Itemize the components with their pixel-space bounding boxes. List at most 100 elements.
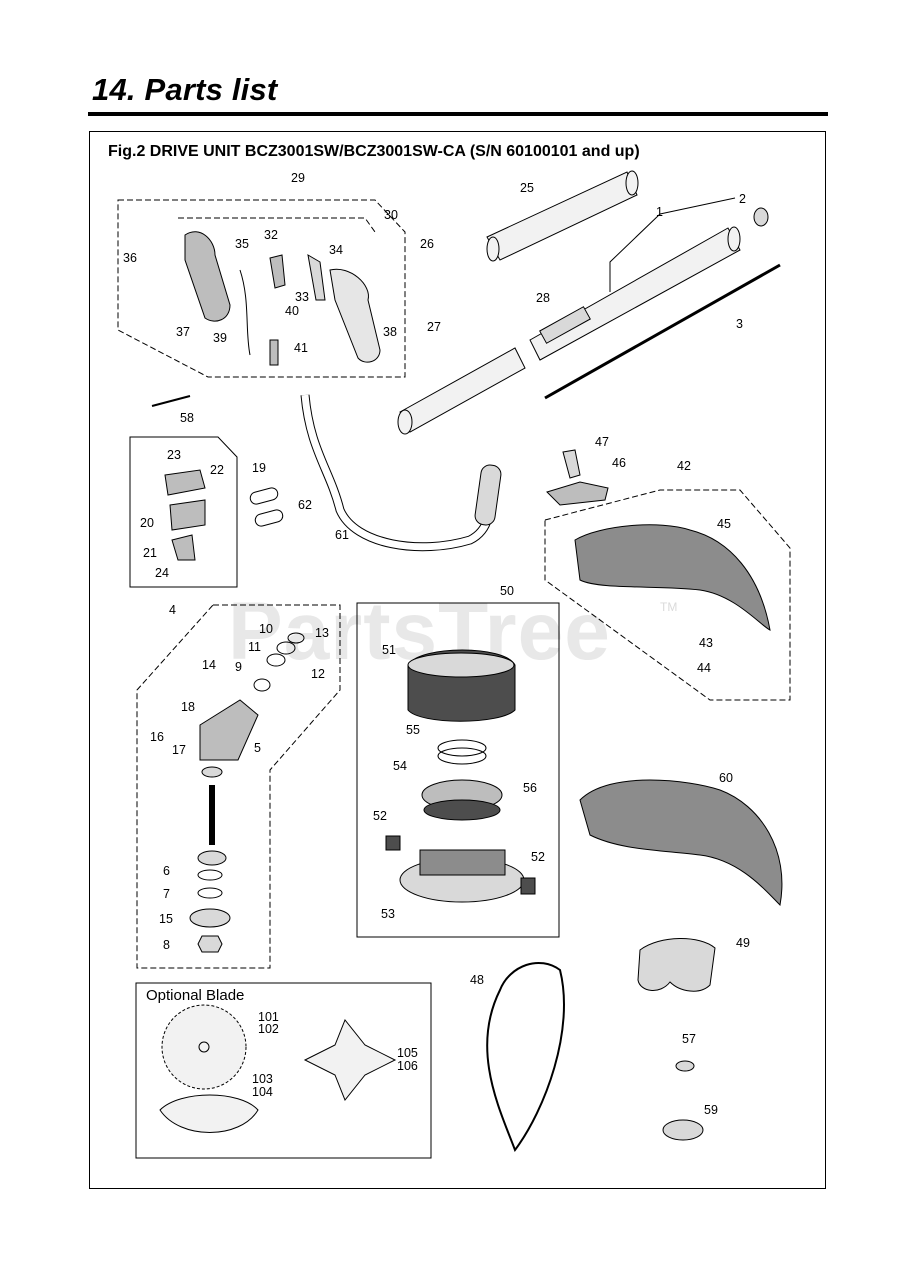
leader-1 [609,213,661,292]
washer-57 [675,1060,695,1072]
callout-37: 37 [176,325,190,339]
callout-3: 3 [736,317,743,331]
callout-58: 58 [180,411,194,425]
callout-45: 45 [717,517,731,531]
trigger-32 [269,254,286,289]
callout-5: 5 [254,741,261,755]
callout-55: 55 [406,723,420,737]
eyelet-52b [520,877,536,895]
holder-15 [189,908,231,928]
shaft-tube-upper [486,170,639,262]
callout-35: 35 [235,237,249,251]
guard-42 [574,524,771,631]
callout-29: 29 [291,171,305,185]
callout-2: 2 [739,192,746,206]
callout-61: 61 [335,528,349,542]
goggles-49 [637,938,716,992]
callout-102: 102 [258,1022,279,1036]
callout-48: 48 [470,973,484,987]
callout-39: 39 [213,331,227,345]
callout-27: 27 [427,320,441,334]
harness-48 [486,961,565,1153]
callout-52-left: 52 [373,809,387,823]
callout-17: 17 [172,743,186,757]
callout-101: 101 [258,1010,279,1024]
ring-6 [197,869,223,881]
callout-46: 46 [612,456,626,470]
oring-13 [287,632,305,644]
pad-62b [254,509,284,527]
diagram-frame [89,131,826,1189]
gear-head-outline [136,604,341,969]
watermark-tm: TM [660,600,678,614]
handle-inner-outline [178,217,376,233]
guard-outline [544,489,791,701]
callout-38: 38 [383,325,397,339]
callout-19: 19 [252,461,266,475]
lever-34 [307,254,326,301]
callout-106: 106 [397,1059,418,1073]
cap-9 [253,678,271,692]
callout-15: 15 [159,912,173,926]
eyelet-52a [385,835,401,851]
callout-105: 105 [397,1046,418,1060]
grip [474,464,502,526]
callout-59: 59 [704,1103,718,1117]
shaft-tube-main [397,226,741,435]
handle-half-left [184,231,231,322]
callout-18: 18 [181,700,195,714]
figure-title: Fig.2 DRIVE UNIT BCZ3001SW/BCZ3001SW-CA … [108,143,640,160]
callout-12: 12 [311,667,325,681]
callout-16: 16 [150,730,164,744]
callout-52-right: 52 [531,850,545,864]
callout-10: 10 [259,622,273,636]
callout-32: 32 [264,228,278,242]
loop-handle [300,394,495,552]
callout-4: 4 [169,603,176,617]
optional-blade-title: Optional Blade [146,987,245,1004]
callout-25: 25 [520,181,534,195]
callout-14: 14 [202,658,216,672]
callout-43: 43 [699,636,713,650]
drive-shaft [544,263,781,400]
callout-62: 62 [298,498,312,512]
blade-103 [159,1094,259,1133]
washer-2 [753,207,769,227]
callout-11: 11 [248,640,261,654]
callout-7: 7 [163,887,170,901]
bolt-47 [562,449,581,479]
handle-half-right [329,268,381,363]
callout-57: 57 [682,1032,696,1046]
callout-6: 6 [163,864,170,878]
blade-105 [303,1019,397,1101]
callout-1: 1 [656,205,663,219]
callout-50: 50 [500,584,514,598]
callout-56: 56 [523,781,537,795]
tube-sleeve [539,306,591,344]
callout-51: 51 [382,643,396,657]
callout-54: 54 [393,759,407,773]
washer-7 [197,887,223,899]
bearing-b [197,850,227,866]
callout-22: 22 [210,463,224,477]
callout-13: 13 [315,626,329,640]
nut-8 [197,935,223,953]
ring-10 [276,641,296,655]
optional-blade-outline [135,982,432,1159]
callout-104: 104 [252,1085,273,1099]
throttle-cable [239,269,251,356]
callout-26: 26 [420,237,434,251]
clamp-20 [169,499,206,531]
ring-11 [266,653,286,667]
callout-9: 9 [235,660,242,674]
pad-62a [249,487,279,505]
handle-assembly-outline [117,199,406,378]
callout-47: 47 [595,435,609,449]
callout-60: 60 [719,771,733,785]
gear-case [199,699,259,761]
blade-101 [161,1004,247,1090]
bolt-58 [151,395,191,407]
cup-59 [662,1119,704,1141]
callout-20: 20 [140,516,154,530]
